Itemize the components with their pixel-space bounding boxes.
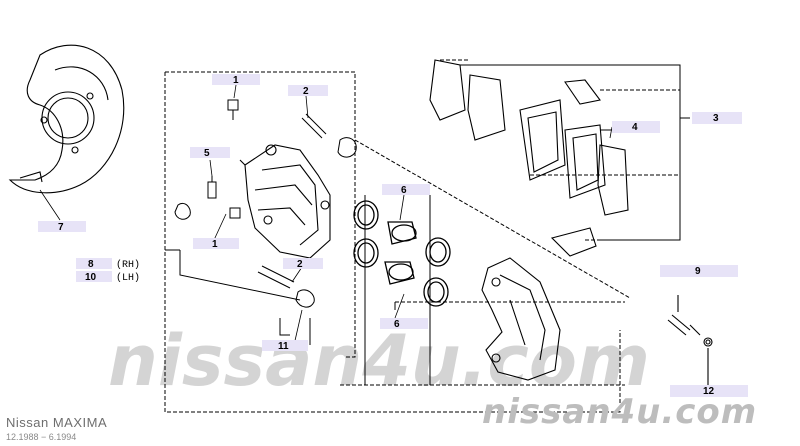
- callout-10-label: 10: [85, 272, 97, 283]
- callout-2-top[interactable]: 2: [288, 85, 328, 97]
- callout-2-top-label: 2: [303, 86, 309, 97]
- callout-8[interactable]: 8 (RH): [76, 258, 140, 271]
- caliper-body: [239, 144, 331, 259]
- callout-4-label: 4: [632, 122, 638, 133]
- brake-pads: [429, 59, 629, 257]
- callout-3-label: 3: [713, 113, 719, 124]
- footer-dates: 12.1988 − 6.1994: [6, 432, 77, 442]
- callout-6-top[interactable]: 6: [382, 184, 430, 196]
- bracket-lines: [165, 64, 690, 385]
- callout-4[interactable]: 4: [612, 121, 660, 133]
- corner-watermark: nissan4u.com: [482, 392, 758, 432]
- lh-label: (LH): [116, 272, 140, 284]
- callout-11-label: 11: [278, 341, 289, 352]
- callout-2-bottom[interactable]: 2: [283, 258, 323, 270]
- callout-6-bottom[interactable]: 6: [380, 318, 428, 330]
- callout-5[interactable]: 5: [190, 147, 230, 159]
- callout-1-bottom-label: 1: [212, 239, 218, 250]
- callout-1-bottom[interactable]: 1: [193, 238, 239, 250]
- callout-3[interactable]: 3: [692, 112, 742, 124]
- caliper-hardware: [174, 99, 357, 308]
- callout-6-bottom-label: 6: [394, 319, 400, 330]
- callout-7[interactable]: 7: [38, 221, 86, 233]
- caliper-bracket: [481, 257, 561, 381]
- callout-9-label: 9: [695, 266, 701, 277]
- callout-12[interactable]: 12: [670, 385, 748, 397]
- callout-9[interactable]: 9: [660, 265, 738, 277]
- callout-1-top-label: 1: [233, 75, 239, 86]
- rh-label: (RH): [116, 259, 140, 271]
- callout-12-label: 12: [703, 386, 715, 397]
- callout-6-top-label: 6: [401, 185, 407, 196]
- callout-8-label: 8: [88, 259, 94, 270]
- leader-lines: [39, 84, 613, 346]
- callout-10[interactable]: 10 (LH): [76, 271, 140, 284]
- pistons-and-seals: [353, 200, 451, 307]
- callout-7-label: 7: [58, 222, 64, 233]
- footer-model: Nissan MAXIMA: [6, 415, 108, 430]
- callout-11[interactable]: 11: [262, 340, 308, 352]
- center-watermark: nissan4u.com: [108, 320, 650, 402]
- guide-pin-and-washer: [667, 295, 713, 385]
- callout-1-top[interactable]: 1: [212, 74, 260, 86]
- callout-2-bottom-label: 2: [297, 259, 303, 270]
- dust-shield: [8, 44, 125, 194]
- callout-5-label: 5: [204, 148, 210, 159]
